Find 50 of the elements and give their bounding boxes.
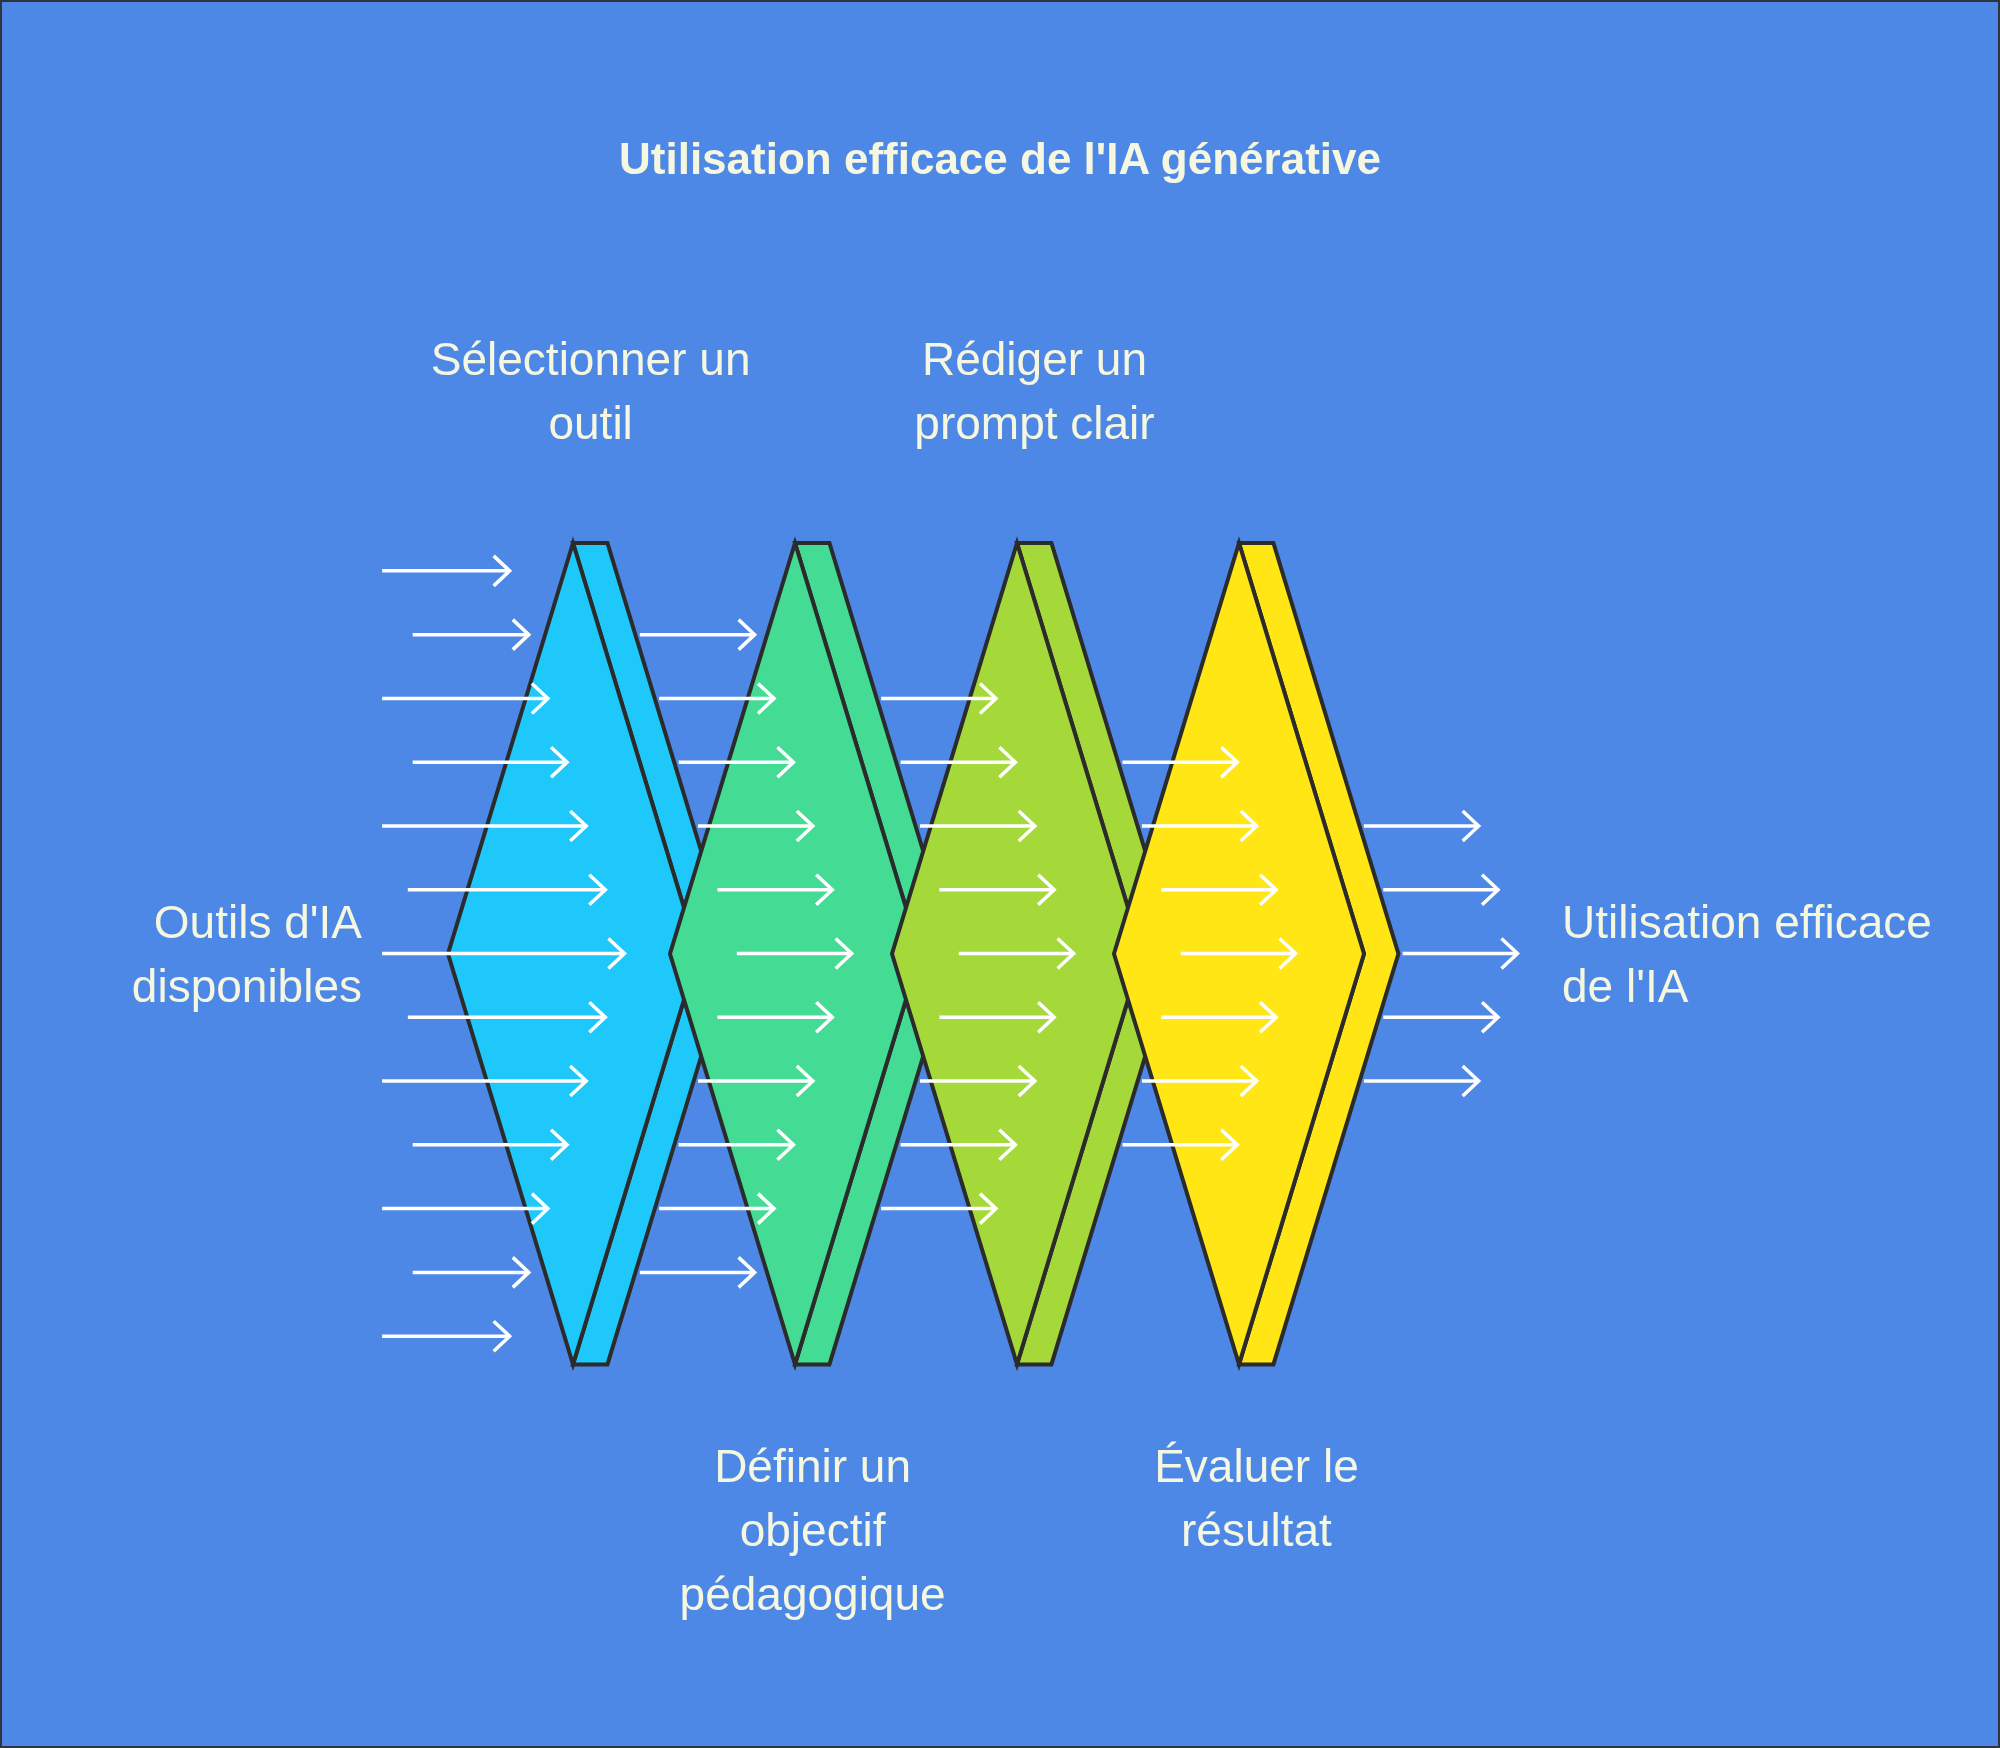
stage-label: Évaluer le résultat — [1153, 1439, 1360, 1559]
arrow — [1161, 1000, 1278, 1035]
flow-label: Utilisation efficace de l'IA — [1562, 895, 1933, 1014]
arrow — [407, 1000, 608, 1035]
arrow — [382, 1064, 588, 1098]
arrow — [939, 1000, 1056, 1035]
arrow — [881, 1191, 998, 1226]
arrow — [900, 745, 1018, 779]
arrow — [382, 1191, 550, 1226]
arrow — [382, 681, 550, 716]
arrow — [736, 936, 854, 971]
arrow — [717, 873, 834, 907]
arrow — [881, 681, 998, 716]
arrow — [659, 681, 776, 716]
flow-label: Outils d'IA disponibles — [130, 895, 362, 1014]
arrow — [1161, 873, 1278, 907]
arrow — [412, 1255, 531, 1290]
arrow — [659, 1191, 776, 1226]
arrow — [412, 617, 531, 652]
stage-label: Sélectionner un outil — [429, 331, 752, 451]
arrow — [1402, 936, 1520, 971]
arrow — [1363, 809, 1481, 843]
arrow — [412, 745, 569, 779]
arrow — [1383, 873, 1500, 907]
arrow — [382, 936, 627, 971]
arrow — [958, 936, 1076, 971]
arrow — [920, 1064, 1037, 1098]
arrow — [407, 873, 608, 907]
arrow — [1122, 745, 1240, 779]
stage-label: Rédiger un prompt clair — [913, 331, 1156, 451]
arrow — [1383, 1000, 1500, 1035]
title: Utilisation efficace de l'IA générative — [618, 134, 1382, 184]
arrow — [678, 745, 796, 779]
arrow — [698, 809, 815, 843]
arrow — [1363, 1064, 1481, 1098]
arrow — [678, 1128, 796, 1162]
arrow — [639, 1255, 757, 1290]
arrow — [382, 554, 512, 588]
arrow — [639, 617, 757, 652]
arrow — [382, 1319, 512, 1353]
arrow — [412, 1128, 569, 1162]
arrow — [920, 809, 1037, 843]
arrow — [900, 1128, 1018, 1162]
stage-label: Définir un objectif pédagogique — [678, 1439, 947, 1623]
arrow — [939, 873, 1056, 907]
arrow — [382, 809, 588, 843]
arrow — [698, 1064, 815, 1098]
arrow — [1122, 1128, 1240, 1162]
arrow — [717, 1000, 834, 1035]
arrow — [1180, 936, 1298, 971]
